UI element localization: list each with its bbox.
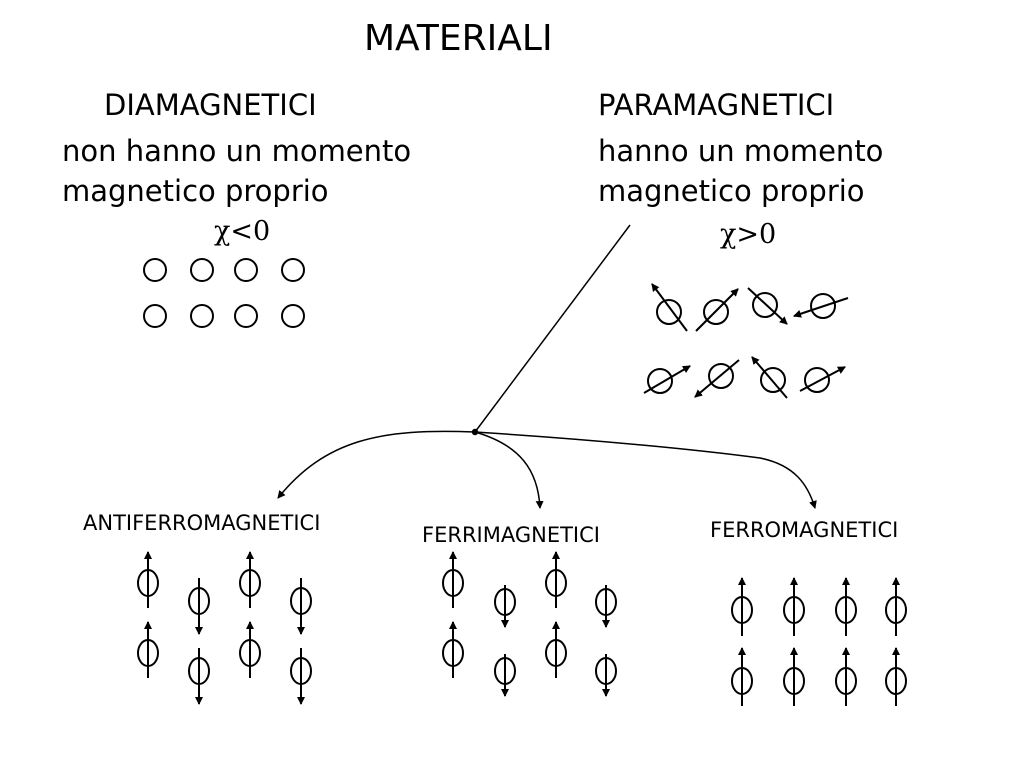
- antiferromagnetic-moments: [137, 551, 312, 705]
- moment-down-small: [494, 654, 516, 697]
- branch-to-antiferro: [277, 430, 476, 499]
- paramagnetic-moment: [651, 283, 688, 332]
- paramagnetic-description: hanno un momento magnetico proprio: [598, 131, 883, 211]
- moment-up-large: [442, 621, 464, 678]
- moment-down: [188, 648, 210, 705]
- paramagnetic-moment: [695, 288, 739, 332]
- paramagnetic-moment: [694, 359, 740, 398]
- diamagnetic-atom: [143, 304, 167, 328]
- paramagnetic-moment: [751, 356, 788, 399]
- diamagnetic-atom: [281, 258, 305, 282]
- diamagnetic-atom: [234, 258, 258, 282]
- diamagnetic-atoms: [143, 258, 305, 328]
- ferrimagnetic-label: FERRIMAGNETICI: [422, 523, 600, 547]
- diamagnetic-atom: [190, 258, 214, 282]
- moment-up: [731, 647, 753, 706]
- page-title: MATERIALI: [364, 18, 553, 59]
- moment-up: [783, 577, 805, 636]
- ferromagnetic-label: FERROMAGNETICI: [710, 518, 899, 542]
- moment-up: [731, 577, 753, 636]
- moment-up-large: [545, 551, 567, 608]
- paramagnetic-description-line: magnetico proprio: [598, 174, 865, 208]
- diamagnetic-atom: [234, 304, 258, 328]
- diamagnetic-title: DIAMAGNETICI: [104, 88, 317, 122]
- moment-up: [835, 647, 857, 706]
- paramagnetic-moment: [643, 365, 691, 394]
- moment-down: [290, 648, 312, 705]
- moment-up: [137, 621, 159, 678]
- branch-to-ferri: [474, 431, 544, 509]
- paramagnetic-title: PARAMAGNETICI: [598, 88, 835, 122]
- diamagnetic-susceptibility: χ<0: [214, 216, 271, 247]
- moment-up: [239, 621, 261, 678]
- antiferromagnetic-label: ANTIFERROMAGNETICI: [83, 511, 321, 535]
- moment-down-small: [595, 654, 617, 697]
- diamagnetic-description-line: non hanno un momento: [62, 134, 412, 168]
- moment-up: [239, 551, 261, 608]
- diamagnetic-atom: [190, 304, 214, 328]
- moment-up: [137, 551, 159, 608]
- paramagnetic-moment: [747, 287, 788, 325]
- branch-tree: [277, 224, 817, 509]
- diamagnetic-description-line: magnetico proprio: [62, 174, 329, 208]
- diamagnetic-atom: [143, 258, 167, 282]
- ferrimagnetic-moments: [442, 551, 617, 697]
- paramagnetic-moment: [799, 366, 846, 393]
- moment-up: [783, 647, 805, 706]
- moment-up-large: [442, 551, 464, 608]
- paramagnetic-moment: [793, 293, 849, 319]
- moment-up: [885, 577, 907, 636]
- moment-down: [188, 578, 210, 635]
- ferromagnetic-moments: [731, 577, 907, 706]
- paramagnetic-description-line: hanno un momento: [598, 134, 884, 168]
- diamagnetic-description: non hanno un momento magnetico proprio: [62, 131, 411, 211]
- moment-up: [835, 577, 857, 636]
- moment-down: [290, 578, 312, 635]
- branch-stem: [474, 224, 631, 433]
- moment-up-large: [545, 621, 567, 678]
- branch-to-ferro: [474, 431, 817, 509]
- moment-down-small: [494, 585, 516, 628]
- paramagnetic-susceptibility: χ>0: [720, 219, 777, 250]
- paramagnetic-atoms: [643, 283, 849, 399]
- diamagnetic-atom: [281, 304, 305, 328]
- moment-up: [885, 647, 907, 706]
- moment-down-small: [595, 585, 617, 628]
